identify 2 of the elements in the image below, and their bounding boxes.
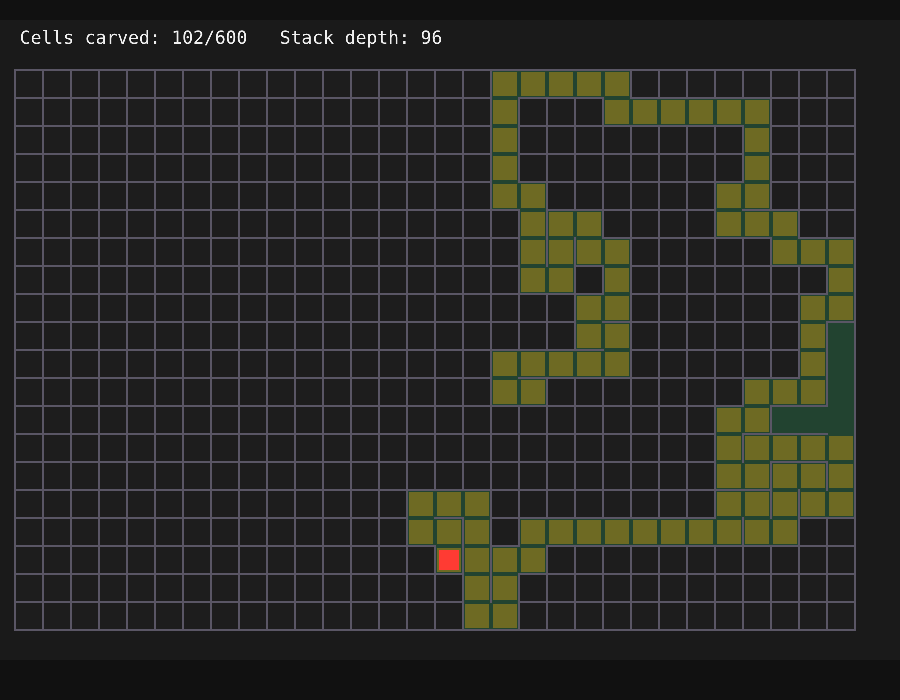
stack-depth-text: Stack depth: 96 — [280, 28, 443, 50]
carved-count-text: Cells carved: 102/600 — [20, 28, 248, 50]
